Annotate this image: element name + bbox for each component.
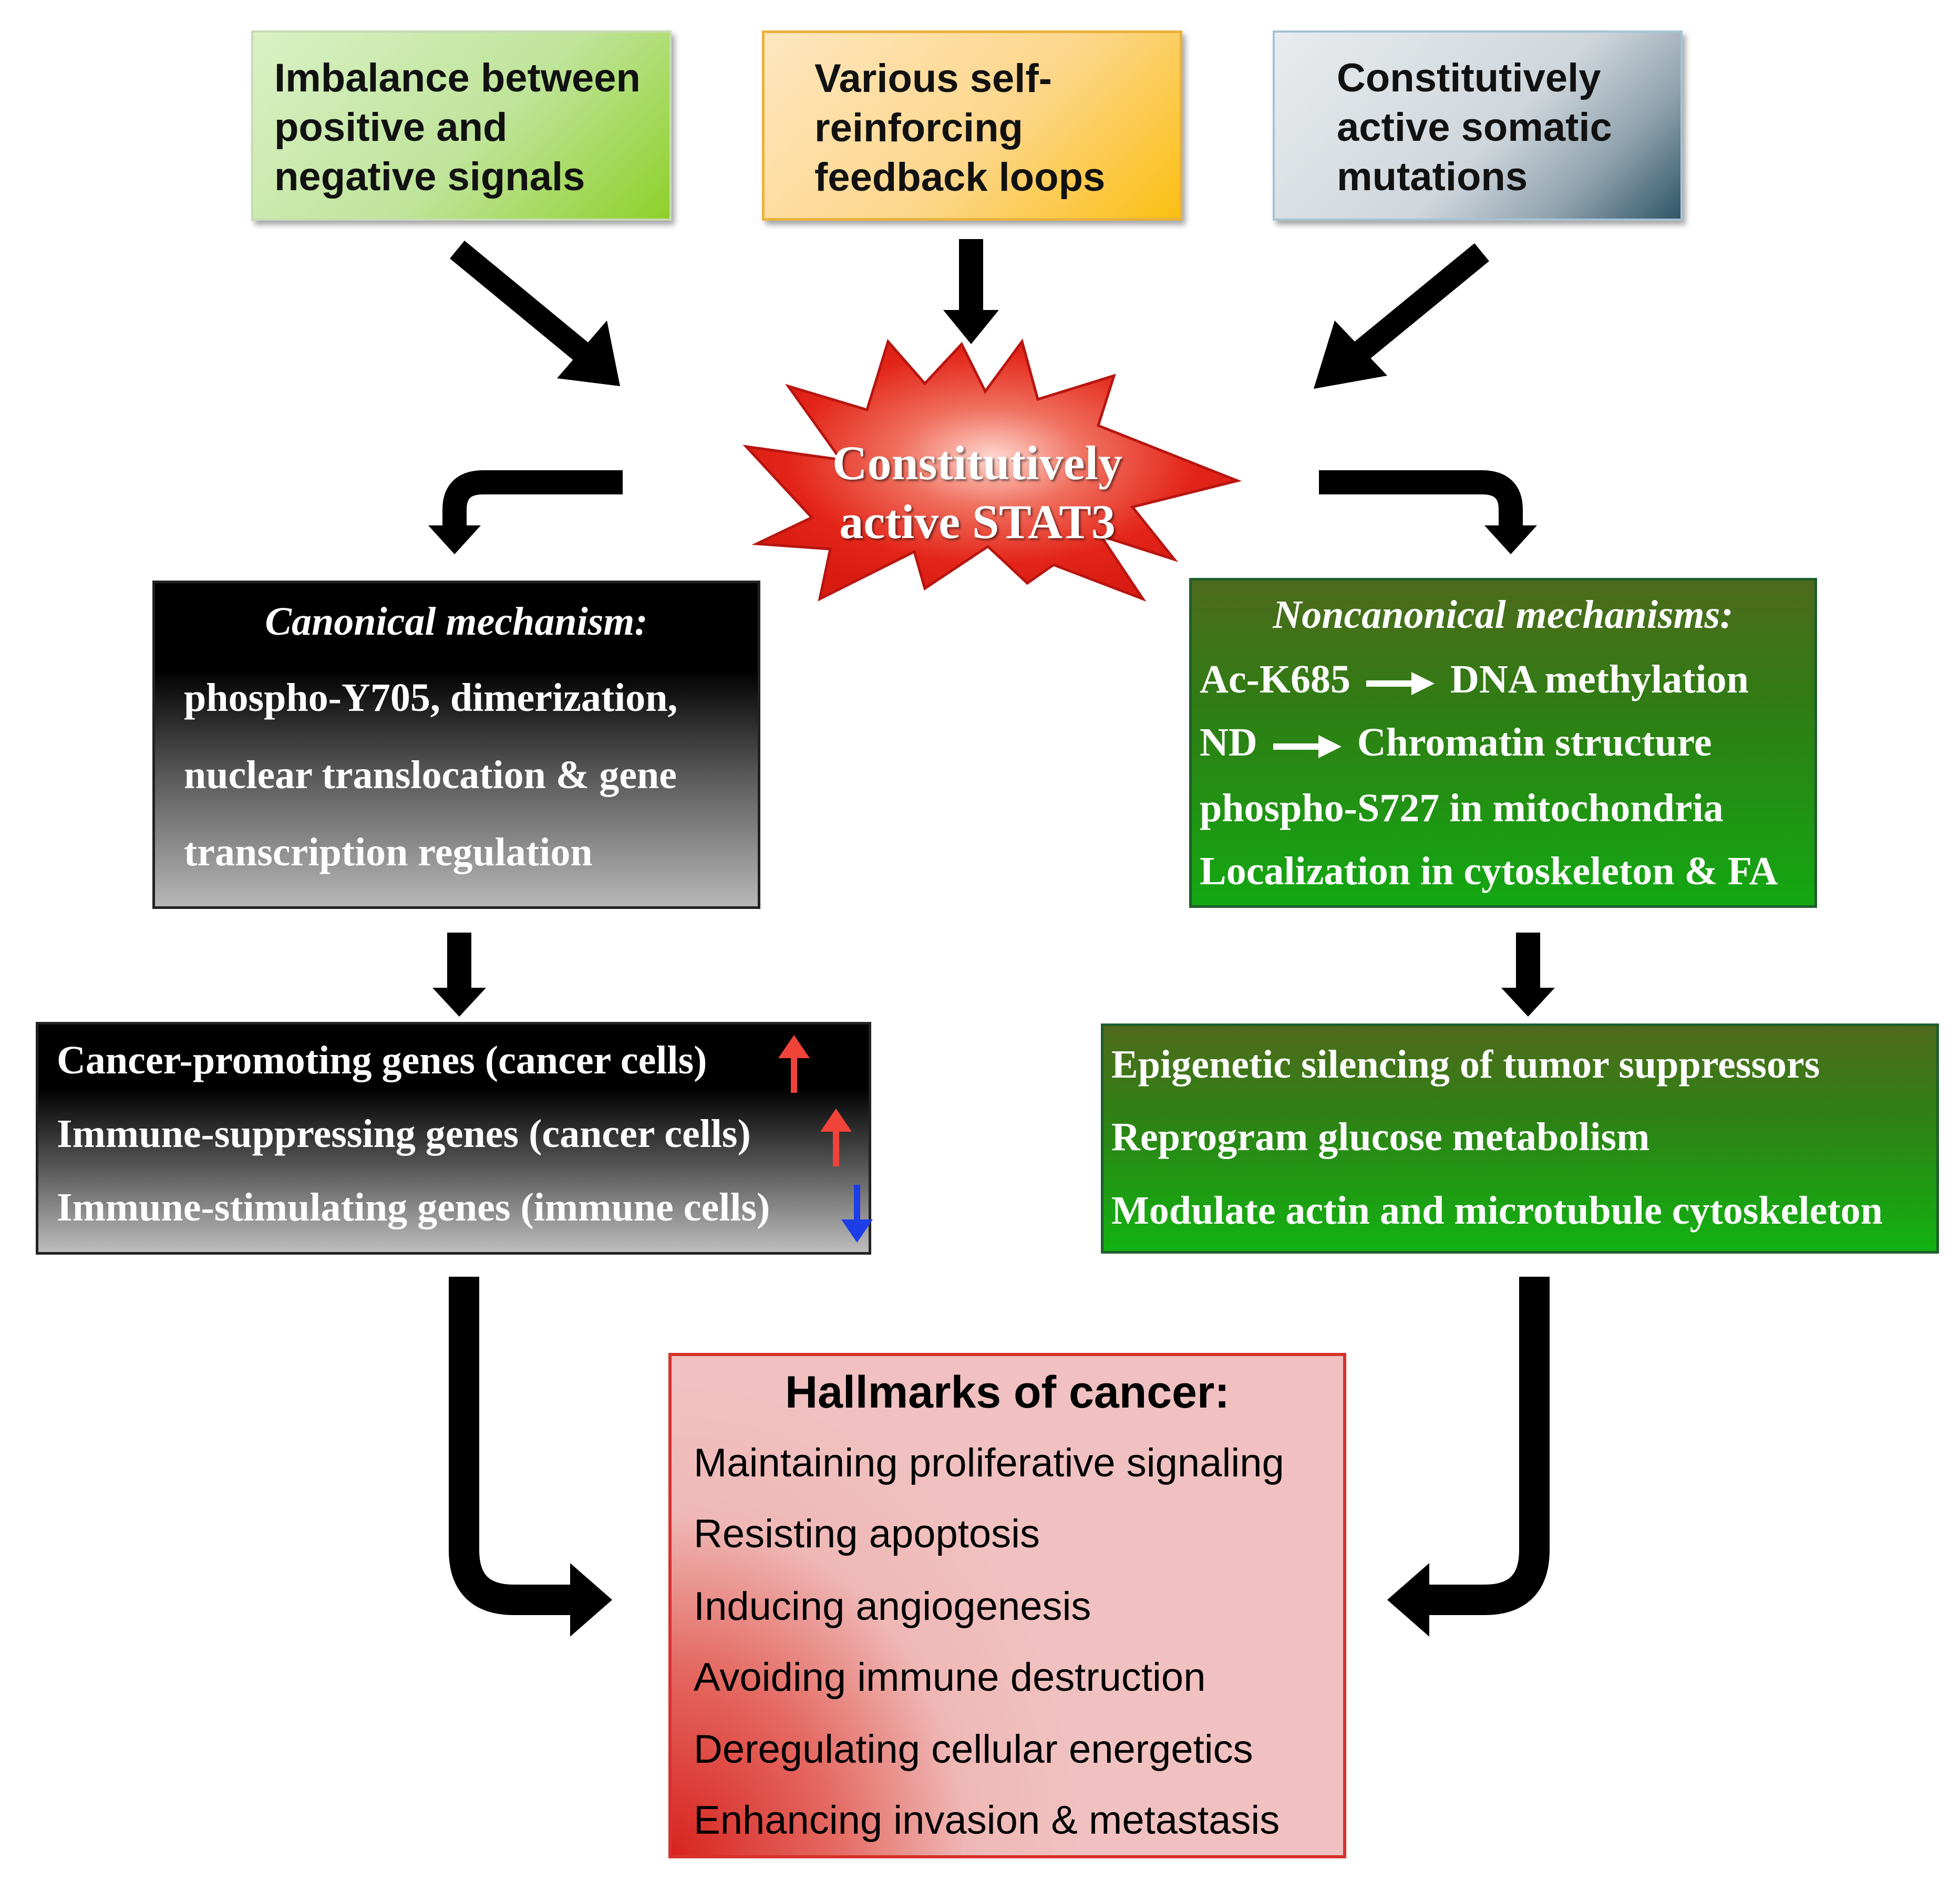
noncanonical-title: Noncanonical mechanisms: [1273,593,1734,637]
box-line: negative signals [274,154,585,199]
arrow-mutations-to-stat3 [1314,243,1489,389]
right-arrow-icon [1366,671,1435,695]
hallmark-item: Avoiding immune destruction [694,1655,1206,1700]
noncanonical-row-right: Chromatin structure [1357,720,1712,764]
noncanonical-row-left: ND [1200,720,1257,764]
noncanonical-line: phospho-S727 in mitochondria [1200,786,1724,830]
arrow-imbalance-to-stat3 [450,241,620,386]
arrow-canonical-to-genes [432,933,486,1017]
noncanonical-row: ND Chromatin structure [1200,720,1712,766]
noncanonical-mechanisms-box: Noncanonical mechanisms: Ac-K685 DNA meth… [1189,578,1817,908]
effect-item: Modulate actin and microtubule cytoskele… [1111,1188,1883,1233]
hallmark-item: Maintaining proliferative signaling [694,1441,1284,1485]
box-line: mutations [1337,154,1528,199]
gene-item: Immune-suppressing genes (cancer cells) [57,1112,751,1156]
canonical-line: transcription regulation [184,830,593,874]
effect-item: Epigenetic silencing of tumor suppressor… [1111,1042,1820,1087]
gene-item: Immune-stimulating genes (immune cells) [57,1185,770,1229]
noncanonical-row-left: Ac-K685 [1200,657,1351,701]
canonical-title: Canonical mechanism: [265,599,648,644]
noncanonical-row: Ac-K685 DNA methylation [1200,657,1749,702]
stat3-label-line1: Constitutively [832,436,1122,490]
box-line: feedback loops [814,155,1106,200]
right-arrow-icon [1273,735,1342,758]
arrow-genes-to-hallmarks [449,1277,612,1637]
box-line: reinforcing [814,106,1023,150]
gene-item: Cancer-promoting genes (cancer cells) [57,1038,707,1082]
arrow-noncanonical-to-epigenetic [1501,933,1555,1017]
box-line: active somatic [1337,105,1612,150]
hallmark-item: Deregulating cellular energetics [694,1727,1253,1772]
canonical-mechanism-box: Canonical mechanism: phospho-Y705, dimer… [152,581,760,909]
arrow-feedback-to-stat3 [943,239,999,344]
box-line: Various self- [814,56,1052,101]
canonical-line: nuclear translocation & gene [184,753,677,797]
feedback-loops-box: Various self- reinforcing feedback loops [762,30,1182,221]
arrow-stat3-to-canonical [428,470,623,554]
gene-regulation-box: Cancer-promoting genes (cancer cells) Im… [36,1022,873,1255]
somatic-mutations-box: Constitutively active somatic mutations [1273,30,1683,221]
down-arrow-icon [841,1185,873,1243]
signal-imbalance-box: Imbalance between positive and negative … [251,30,672,221]
hallmarks-of-cancer-box: Hallmarks of cancer: Maintaining prolife… [668,1353,1346,1858]
hallmark-item: Inducing angiogenesis [694,1584,1091,1629]
arrow-epigenetic-to-hallmarks [1387,1277,1550,1637]
arrow-stat3-to-noncanonical [1319,470,1537,554]
noncanonical-effects-box: Epigenetic silencing of tumor suppressor… [1101,1023,1939,1254]
stat3-burst-icon [742,338,1242,602]
box-line: Constitutively [1337,56,1601,100]
noncanonical-line: Localization in cytoskeleton & FA [1200,849,1778,893]
hallmark-item: Resisting apoptosis [694,1512,1040,1556]
up-arrow-icon [778,1035,810,1093]
hallmarks-title: Hallmarks of cancer: [785,1367,1230,1418]
stat3-label-line2: active STAT3 [839,495,1116,549]
up-arrow-icon [820,1109,852,1166]
box-line: positive and [274,105,508,150]
hallmark-item: Enhancing invasion & metastasis [694,1798,1280,1843]
box-line: Imbalance between [274,56,641,100]
noncanonical-row-right: DNA methylation [1450,657,1749,701]
stat3-label: Constitutively active STAT3 [751,433,1203,551]
effect-item: Reprogram glucose metabolism [1111,1115,1650,1159]
canonical-line: phospho-Y705, dimerization, [184,676,678,720]
